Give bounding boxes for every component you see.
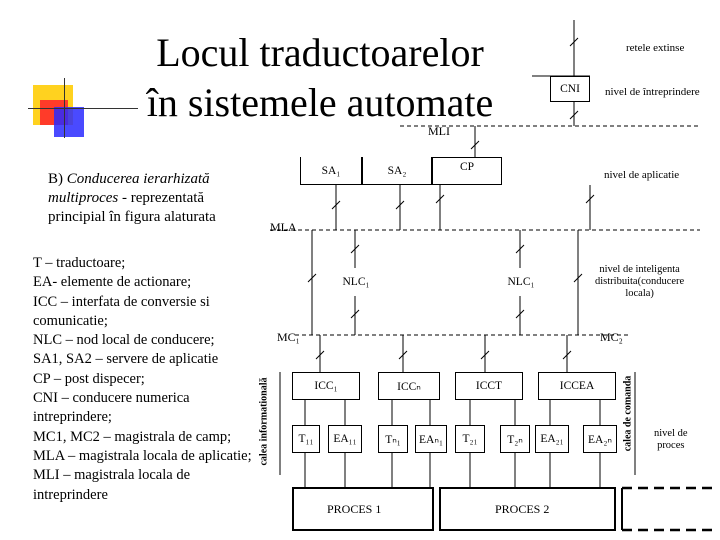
ea21-box: EA₂₁ (535, 425, 569, 453)
nivel-inteligenta-line1: nivel de inteligenta (599, 264, 680, 275)
t21-box: T₂₁ (455, 425, 485, 453)
legend-list: T – traductoare; EA- elemente de actionar… (33, 254, 258, 505)
nlc1-left-box: NLC₁ (335, 268, 377, 296)
decor-horizontal-line (28, 108, 138, 109)
intro-line2: multiproces (48, 190, 119, 206)
nivel-inteligenta-line2: distribuita(conducere (595, 276, 685, 287)
calea-informationala-label: calea informatională (258, 377, 270, 466)
nlc1-right-box: NLC₁ (500, 268, 542, 296)
intro-text: B) Conducerea ierarhizată multiproces - … (48, 170, 268, 227)
nivel-inteligenta-line3: locala) (625, 288, 654, 299)
slide-title-line2: în sistemele automate (146, 80, 494, 125)
calea-de-comanda-label: calea de comanda (622, 375, 634, 452)
legend-item: CP – post dispecer; (33, 370, 145, 387)
slide-title-line1: Locul traductoarelor (156, 30, 484, 75)
cni-box: CNI (550, 76, 590, 102)
legend-item: EA- elemente de actionare; (33, 274, 192, 291)
cp-box: CP (432, 157, 502, 185)
ea2n-box: EA₂ₙ (583, 425, 617, 453)
legend-item: MLI – magistrala locala de intreprindere (33, 467, 191, 503)
mla-label: MLA (270, 220, 297, 234)
iccea-box: ICCEA (538, 372, 616, 400)
t2n-box: T₂ₙ (500, 425, 530, 453)
legend-item: ICC – interfata de conversie si comunica… (33, 293, 210, 329)
sa1-box: SA₁ (300, 157, 362, 185)
nivel-proces-line2: proces (657, 440, 685, 451)
ea11-box: EA₁₁ (328, 425, 362, 453)
iccn-box: ICCₙ (378, 372, 440, 400)
intro-line3: principial în figura alaturata (48, 209, 216, 225)
ean1-box: EAₙ₁ (415, 425, 447, 453)
mli-label: MLI (428, 124, 450, 138)
intro-line1: Conducerea ierarhizată (66, 171, 210, 187)
legend-item: MC1, MC2 – magistrala de camp; (33, 428, 232, 445)
intro-prefix: B) (48, 171, 67, 187)
icc1-box: ICC₁ (292, 372, 360, 400)
nivel-proces-line1: nivel de (654, 428, 688, 439)
mc1-label: MC₁ (277, 330, 300, 344)
nivel-intreprindere-label: nivel de întreprindere (605, 86, 700, 98)
tn1-box: Tₙ₁ (378, 425, 408, 453)
intro-line2-suffix: - reprezentată (118, 190, 205, 206)
legend-item: CNI – conducere numerica intreprindere; (33, 390, 190, 426)
nivel-proces-label: nivel de proces (654, 428, 688, 452)
sa2-box: SA₂ (362, 157, 432, 185)
legend-item: SA1, SA2 – servere de aplicatie (33, 351, 219, 368)
nivel-inteligenta-label: nivel de inteligenta distribuita(conduce… (595, 264, 684, 300)
t11-box: T₁₁ (292, 425, 320, 453)
nivel-aplicatie-label: nivel de aplicatie (604, 169, 680, 181)
proces1-label: PROCES 1 (327, 502, 382, 516)
decor-blue-square (54, 107, 84, 137)
legend-item: NLC – nod local de conducere; (33, 332, 215, 349)
retele-extinse-label: retele extinse (626, 42, 685, 54)
icct-box: ICCT (455, 372, 523, 400)
legend-item: T – traductoare; (33, 255, 126, 271)
proces2-label: PROCES 2 (495, 502, 550, 516)
legend-item: MLA – magistrala locala de aplicatie; (33, 447, 252, 464)
mc2-label: MC₂ (600, 330, 623, 344)
